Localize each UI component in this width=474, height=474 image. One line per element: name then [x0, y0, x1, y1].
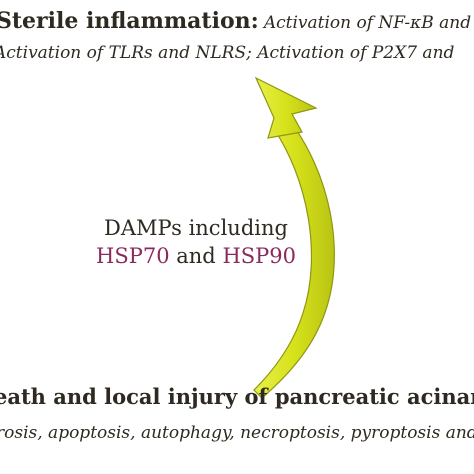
- acinar-injury-heading: eath and local injury of pancreatic acin…: [0, 384, 474, 409]
- sterile-inflammation-heading: Sterile inflammation:: [0, 8, 259, 34]
- and-connector: and: [176, 244, 216, 268]
- tlr-nlr-activation-text: Activation of TLRs and NLRS; Activation …: [0, 43, 455, 63]
- hsp70-label: HSP70: [96, 244, 170, 268]
- arrow-shaft: [253, 115, 335, 399]
- top-heading-line: Sterile inflammation: Activation of NF-κ…: [0, 8, 471, 34]
- damps-label: DAMPs including HSP70 and HSP90: [76, 216, 316, 268]
- hsp-line: HSP70 and HSP90: [76, 244, 316, 268]
- nfkb-activation-text: Activation of NF-κB and: [263, 13, 472, 33]
- arrow-head: [254, 76, 318, 139]
- hsp90-label: HSP90: [222, 244, 296, 268]
- cell-death-types-text: rosis, apoptosis, autophagy, necroptosis…: [0, 423, 474, 443]
- damps-including-text: DAMPs including: [104, 216, 288, 240]
